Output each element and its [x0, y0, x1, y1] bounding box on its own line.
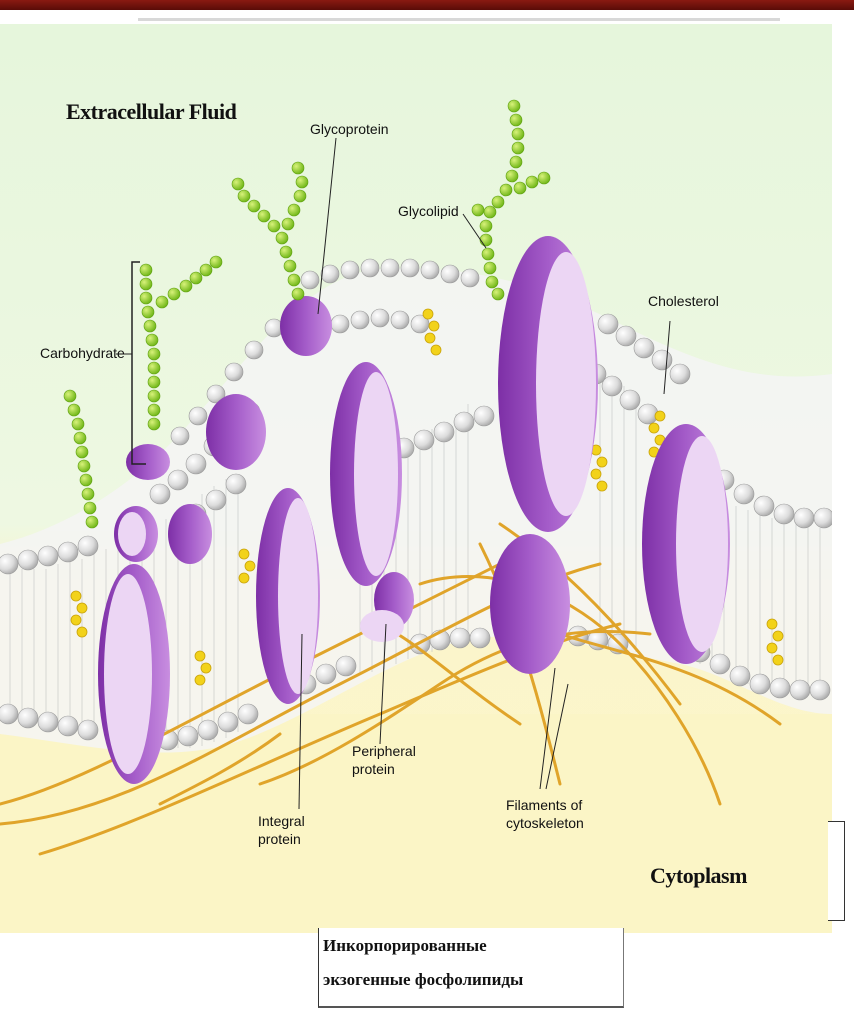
carbohydrate-label: Carbohydrate	[40, 344, 125, 362]
cholesterol-label: Cholesterol	[648, 292, 719, 310]
caption-box: Инкорпорированные экзогенные фосфолипиды	[318, 928, 624, 1008]
slide-top-bar	[0, 0, 854, 10]
integral-protein-right	[642, 424, 730, 664]
cytoplasm-label: Cytoplasm	[650, 862, 747, 891]
caption-line-1: Инкорпорированные	[323, 936, 487, 956]
filaments-label: Filaments of cytoskeleton	[506, 796, 590, 832]
glycoprotein-label: Glycoprotein	[310, 120, 389, 138]
membrane-illustration	[0, 24, 832, 933]
caption-frame-right	[828, 821, 845, 921]
slide-divider	[138, 18, 780, 21]
peripheral-protein-label: Peripheral protein	[352, 742, 432, 778]
small-protein-left	[168, 504, 212, 564]
glycolipid-label: Glycolipid	[398, 202, 459, 220]
caption-line-2: экзогенные фосфолипиды	[323, 970, 523, 990]
integral-protein-center	[256, 488, 320, 704]
membrane-figure: Extracellular Fluid Glycoprotein Glycoli…	[0, 24, 832, 933]
extracellular-fluid-label: Extracellular Fluid	[66, 98, 236, 127]
integral-protein-label: Integral protein	[258, 812, 328, 848]
